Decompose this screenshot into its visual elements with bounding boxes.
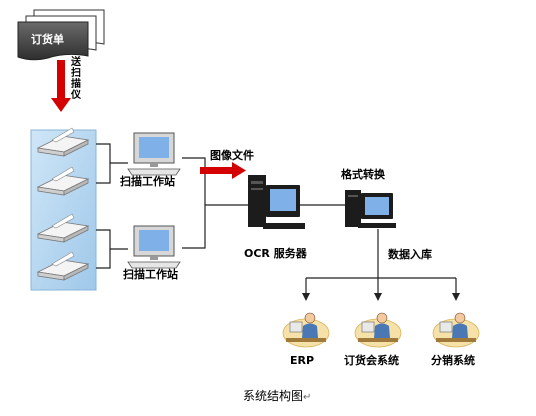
scanner-icon	[36, 213, 90, 243]
figure-caption-text: 系统结构图	[243, 389, 304, 403]
send-to-scanner-arrow	[51, 60, 71, 112]
user-at-desk-icon	[432, 312, 480, 348]
data-storage-label: 数据入库	[388, 248, 432, 261]
image-file-label: 图像文件	[210, 149, 254, 162]
format-conversion-workstation-icon	[345, 190, 396, 228]
user-at-desk-icon	[282, 312, 330, 348]
scanner-icon	[36, 127, 90, 157]
erp-label: ERP	[290, 354, 315, 367]
workstation-icon	[127, 132, 181, 176]
scanner-connector-lines	[96, 143, 128, 269]
caption-return-mark: ↵	[303, 392, 312, 403]
send-to-scanner-label: 送 扫 描 仪	[71, 57, 81, 101]
image-file-arrow	[200, 162, 246, 179]
scanner-icon	[36, 251, 90, 281]
format-conversion-label: 格式转换	[341, 168, 385, 181]
data-storage-connector	[302, 229, 460, 301]
document-stack-icon	[17, 9, 105, 61]
figure-caption: 系统结构图↵	[243, 387, 311, 404]
scan-station-2-label: 扫描工作站	[123, 268, 178, 281]
workstation-connector-lines	[182, 157, 248, 249]
ordering-meeting-system-label: 订货会系统	[344, 354, 399, 367]
workstation-icon	[127, 225, 181, 269]
scanner-icon	[36, 166, 90, 196]
order-form-label: 订货单	[31, 33, 64, 46]
scan-station-1-label: 扫描工作站	[120, 175, 175, 188]
server-icon	[248, 175, 305, 229]
ocr-server-label: OCR 服务器	[244, 247, 307, 260]
distribution-system-label: 分销系统	[431, 354, 475, 367]
user-at-desk-icon	[354, 312, 402, 348]
